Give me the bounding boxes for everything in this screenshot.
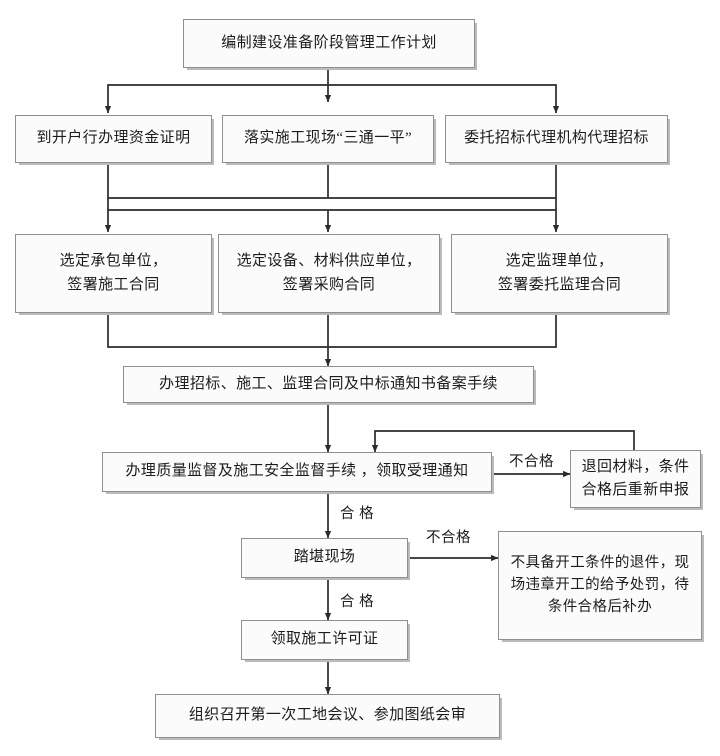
node-n12-line-2: 条件合格后补办 <box>547 598 653 615</box>
node-n13[interactable]: 领取施工许可证 <box>241 620 408 660</box>
node-n11[interactable]: 踏堪现场 <box>241 538 408 578</box>
node-n8-line-0: 办理招标、施工、监理合同及中标通知书备案手续 <box>159 375 498 392</box>
node-n4[interactable]: 委托招标代理机构代理招标 <box>445 115 668 163</box>
node-n12-line-0: 不具备开工条件的退件，现 <box>510 555 690 572</box>
wire-n1-n2 <box>104 84 328 114</box>
node-n2-line-0: 到开户行办理资金证明 <box>36 130 191 147</box>
node-n3-line-0: 落实施工现场“三通一平” <box>243 130 413 147</box>
edge-label-hege-lower: 合 格 <box>340 594 375 610</box>
wire-n1-n4 <box>328 84 560 114</box>
node-n5-line-1: 签署施工合同 <box>67 276 160 293</box>
node-n6-line-1: 签署采购合同 <box>282 276 376 293</box>
edge-label-bugehe-lower: 不合格 <box>426 530 471 546</box>
node-n10-line-1: 合格后重新申报 <box>581 482 690 498</box>
wire-n10-n9-feedback <box>371 430 635 453</box>
node-n3[interactable]: 落实施工现场“三通一平” <box>222 115 434 163</box>
node-n9[interactable]: 办理质量监督及施工安全监督手续 ，领取受理通知 <box>102 452 492 492</box>
node-n7-line-1: 签署委托监理合同 <box>497 276 622 293</box>
node-n10[interactable]: 退回材料，条件 合格后重新申报 <box>570 450 701 508</box>
node-n14[interactable]: 组织召开第一次工地会议、参加图纸会审 <box>155 694 500 738</box>
node-n12[interactable]: 不具备开工条件的退件，现 场违章开工的给予处罚，待 条件合格后补办 <box>498 531 702 640</box>
node-n1-line-0: 编制建设准备阶段管理工作计划 <box>221 34 437 51</box>
node-n7-line-0: 选定监理单位， <box>505 253 614 270</box>
node-n1[interactable]: 编制建设准备阶段管理工作计划 <box>183 19 475 68</box>
wire-bus-n5 <box>104 209 328 233</box>
wire-n4-bus <box>328 163 557 199</box>
wire-n7-n8 <box>328 313 557 348</box>
wire-n2-bus <box>107 163 328 199</box>
node-n12-line-1: 场违章开工的给予处罚，待 <box>510 577 690 594</box>
node-n2[interactable]: 到开户行办理资金证明 <box>15 115 212 163</box>
edge-label-hege-upper: 合 格 <box>340 506 375 522</box>
wire-bus-n7 <box>328 209 560 233</box>
node-n5-line-0: 选定承包单位， <box>59 253 168 270</box>
node-n6-line-0: 选定设备、材料供应单位， <box>236 253 422 270</box>
node-n11-line-0: 踏堪现场 <box>293 549 356 566</box>
node-n14-line-0: 组织召开第一次工地会议、参加图纸会审 <box>188 707 467 724</box>
node-n7[interactable]: 选定监理单位， 签署委托监理合同 <box>451 234 668 313</box>
wire-n5-n8 <box>107 313 328 348</box>
node-n13-line-0: 领取施工许可证 <box>270 631 379 648</box>
edge-label-bugehe-top: 不合格 <box>509 454 554 470</box>
node-n4-line-0: 委托招标代理机构代理招标 <box>464 130 649 147</box>
node-n6[interactable]: 选定设备、材料供应单位， 签署采购合同 <box>218 234 440 313</box>
node-n9-line-0: 办理质量监督及施工安全监督手续 ，领取受理通知 <box>125 463 469 480</box>
node-n8[interactable]: 办理招标、施工、监理合同及中标通知书备案手续 <box>123 366 534 403</box>
node-n10-line-0: 退回材料，条件 <box>581 458 690 475</box>
node-n5[interactable]: 选定承包单位， 签署施工合同 <box>15 234 212 313</box>
